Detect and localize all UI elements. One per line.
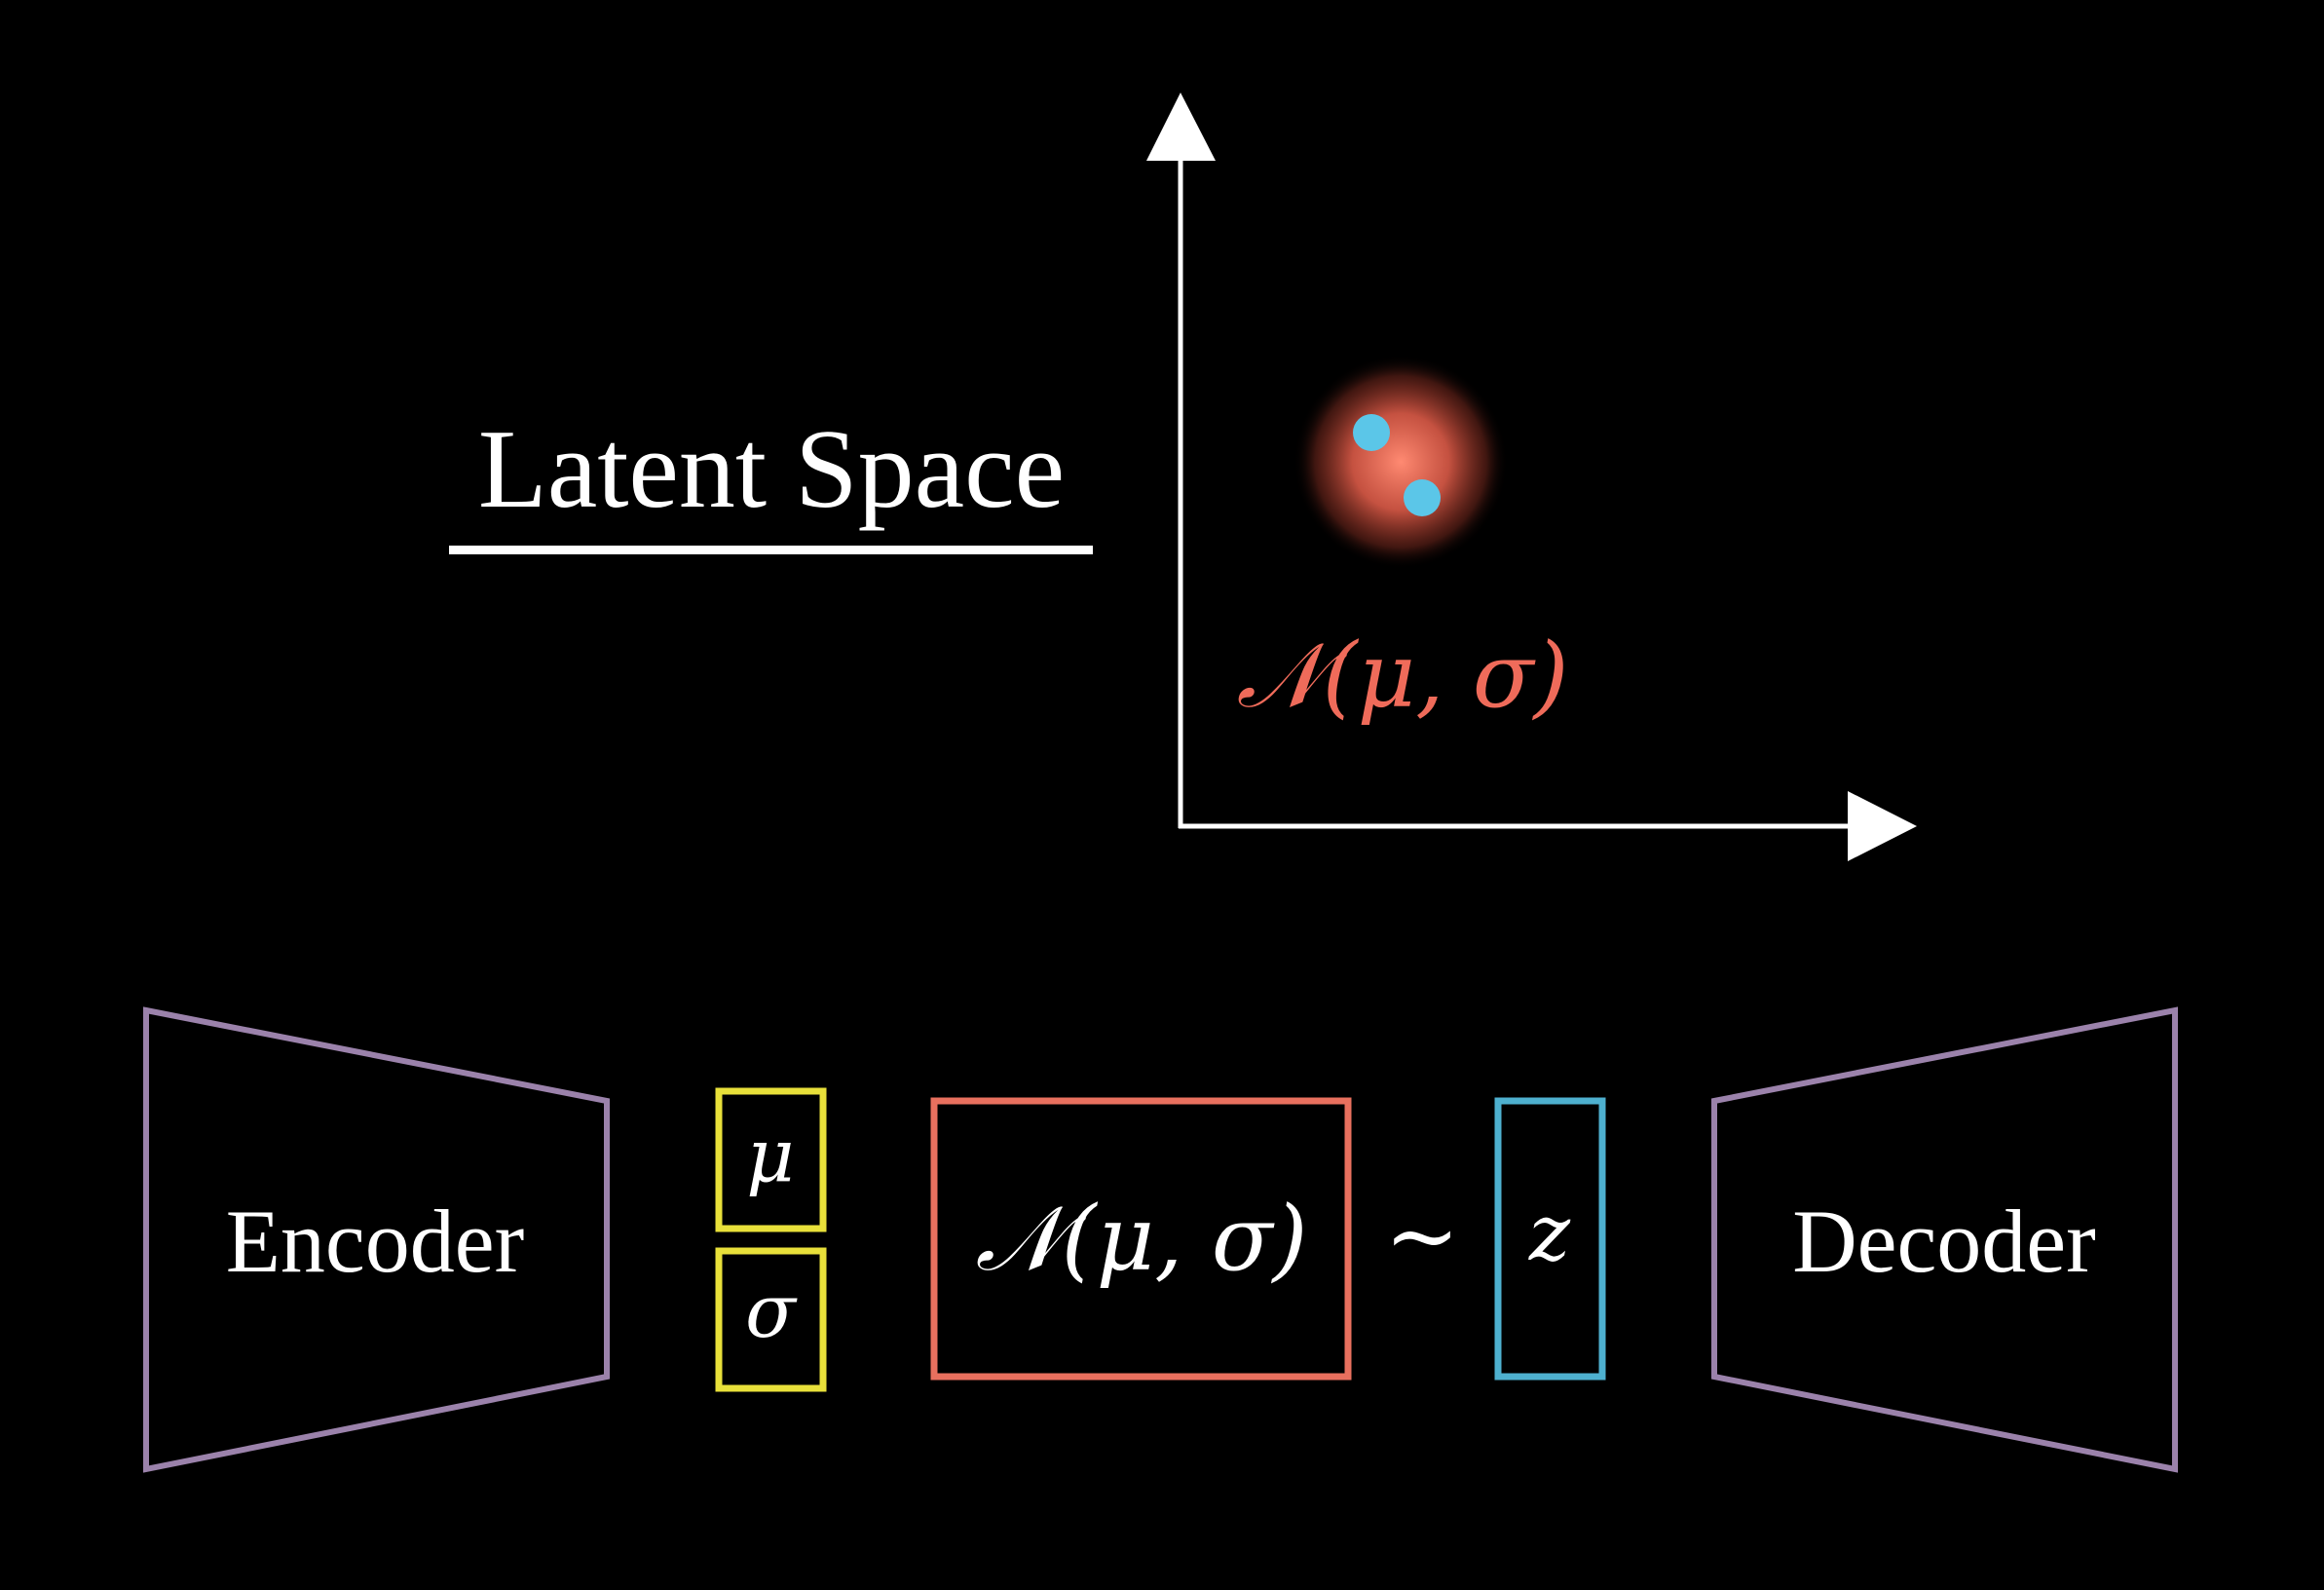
encoder-label: Encoder (226, 1192, 525, 1291)
sigma-box (715, 1247, 827, 1392)
sigma-label: σ (745, 1268, 798, 1354)
encoder-block (143, 1006, 610, 1473)
mu-box (715, 1087, 827, 1232)
z-box (1494, 1097, 1606, 1381)
distribution-blob (1293, 355, 1508, 569)
z-label: z (1528, 1188, 1571, 1278)
decoder-block (1711, 1006, 2178, 1473)
sampling-tilde: ~ (1384, 1184, 1459, 1288)
normal-distribution-label: 𝒩(μ, σ) (975, 1187, 1307, 1291)
latent-axes (1146, 93, 1917, 861)
decoder-label: Decoder (1792, 1192, 2096, 1291)
normal-distribution-box (930, 1097, 1352, 1381)
latent-point (1353, 414, 1390, 451)
mu-label: μ (746, 1112, 794, 1198)
title-underline (449, 546, 1093, 554)
distribution-label: 𝒩(μ, σ) (1236, 624, 1568, 728)
latent-point (1404, 479, 1441, 516)
x-axis-arrow-icon (1848, 791, 1917, 861)
y-axis-arrow-icon (1146, 93, 1216, 161)
page-title: Latent Space (478, 407, 1065, 532)
